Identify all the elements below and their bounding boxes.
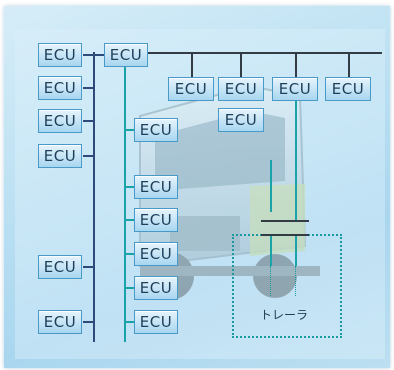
- drop-4: [348, 52, 350, 78]
- stub-mid-3: [124, 219, 134, 221]
- stub-mid-5: [124, 287, 134, 289]
- ecu-left-5: ECU: [38, 255, 82, 279]
- ecu-top-row-1: ECU: [168, 77, 214, 101]
- ecu-mid-6: ECU: [134, 310, 178, 334]
- stub-mid-1: [124, 129, 134, 131]
- stub-mid-6: [124, 321, 134, 323]
- trailer-label: トレーラ: [260, 306, 308, 323]
- stub-left-4: [83, 155, 95, 157]
- trailer-dotted-b: [295, 266, 296, 296]
- ecu-mid-3: ECU: [134, 208, 178, 232]
- coupler-top: [261, 220, 309, 222]
- coupler-bottom: [261, 234, 309, 236]
- top-bus-line: [148, 52, 382, 54]
- stub-left-5: [83, 266, 95, 268]
- ecu-top-row-2: ECU: [218, 77, 264, 101]
- ecu-mid-2: ECU: [134, 175, 178, 199]
- trailer-line-c: [270, 236, 272, 266]
- ecu-left-3: ECU: [38, 109, 82, 133]
- trailer-line-a: [295, 99, 297, 220]
- ecu-mid-1: ECU: [134, 118, 178, 142]
- ecu-left-4: ECU: [38, 144, 82, 168]
- drop-2: [240, 52, 242, 78]
- stub-left-2: [83, 87, 95, 89]
- drop-1: [191, 52, 193, 78]
- ecu-left-2: ECU: [38, 76, 82, 100]
- left-bus-line: [93, 52, 95, 342]
- stub-left-6: [83, 321, 95, 323]
- stub-mid-2: [124, 186, 134, 188]
- trailer-dotted-a: [270, 266, 271, 296]
- trailer-line-b: [270, 160, 272, 212]
- stub-mid-4: [124, 253, 134, 255]
- stub-left-3: [83, 120, 95, 122]
- drop-3: [295, 52, 297, 78]
- ecu-top: ECU: [104, 43, 148, 67]
- ecu-left-1: ECU: [38, 43, 82, 67]
- ecu-top-row-4: ECU: [325, 77, 371, 101]
- ecu-left-6: ECU: [38, 310, 82, 334]
- trailer-line-d: [295, 236, 297, 266]
- ecu-mid-5: ECU: [134, 276, 178, 300]
- ecu-top-row-3: ECU: [272, 77, 318, 101]
- ecu-mid-4: ECU: [134, 242, 178, 266]
- ecu-second-row: ECU: [218, 108, 264, 132]
- middle-bus-line: [124, 66, 126, 342]
- stub-top-ecu: [93, 54, 104, 56]
